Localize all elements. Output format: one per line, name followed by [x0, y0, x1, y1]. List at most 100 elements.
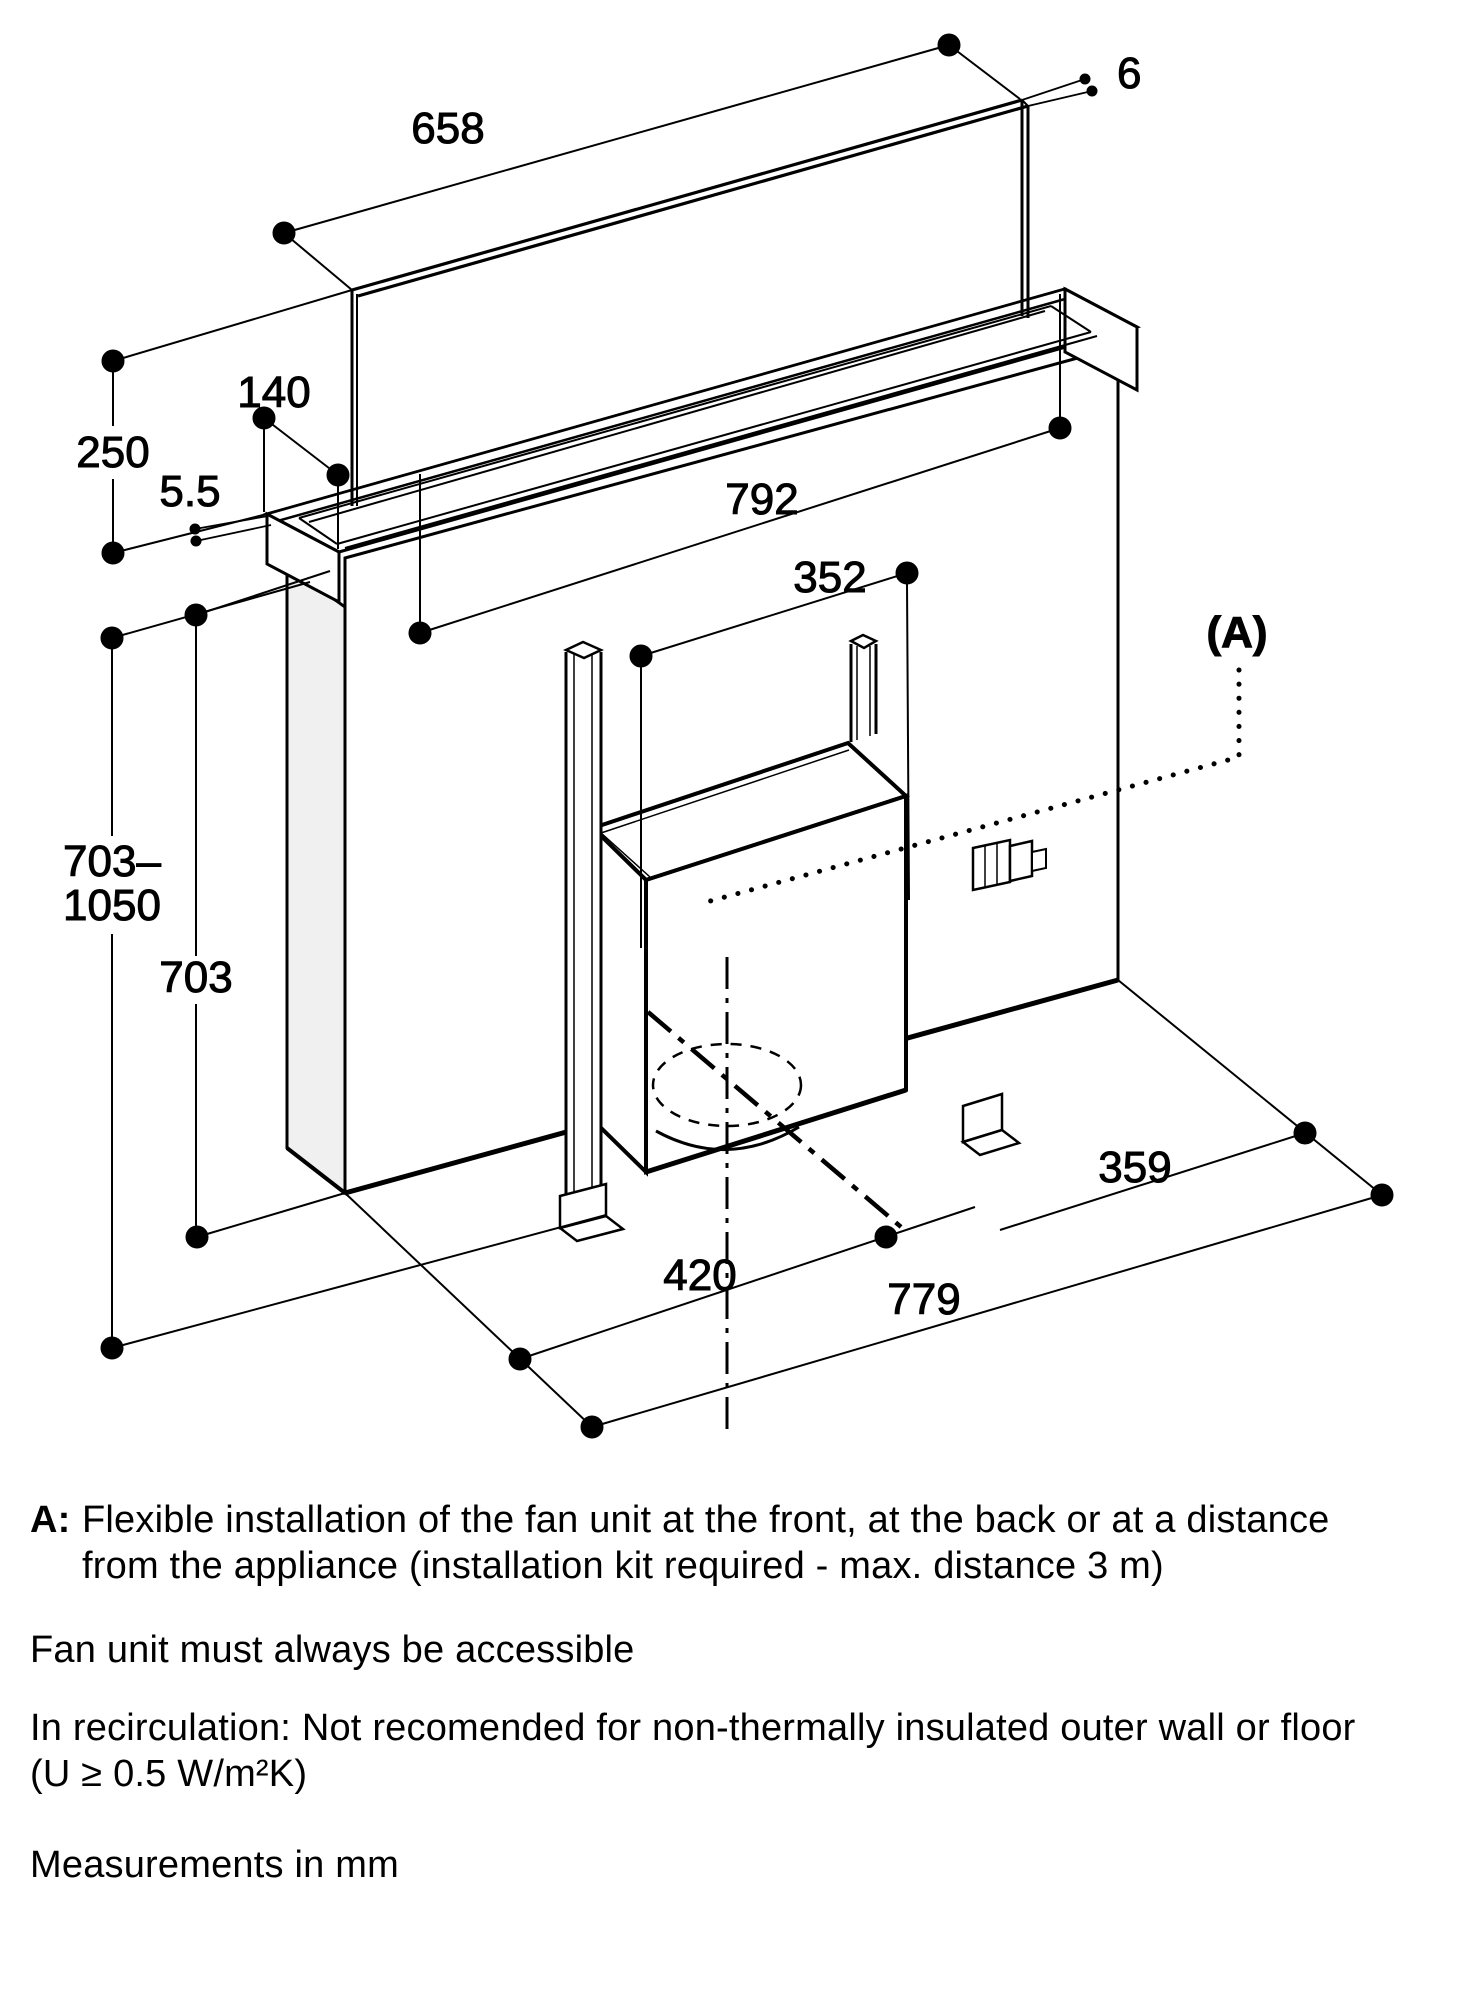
dim-792: 792	[408, 294, 1072, 645]
frame-slot-back-inner	[336, 331, 1092, 545]
frame-slot-back-outer	[344, 335, 1098, 549]
floor-extension-left	[344, 1192, 593, 1428]
dimension-dot	[937, 33, 961, 57]
dim-352-label: 352	[793, 553, 866, 602]
dimension-dot	[185, 1225, 209, 1249]
frame-slot-left-end	[298, 517, 338, 545]
frame-right-end-cap	[1063, 286, 1139, 393]
duct-housing-side-bottom-edge	[285, 1146, 347, 1195]
dim-359-label: 359	[1098, 1143, 1171, 1192]
dim-140-diagonal	[263, 417, 339, 476]
dim-658-line	[283, 44, 950, 234]
bracket-right-flap	[960, 1128, 1022, 1157]
dim-779-line	[591, 1194, 1383, 1428]
panel-top-back-edge	[357, 104, 1029, 298]
dim-658-label: 658	[411, 104, 484, 153]
dim-703-leader-bottom	[196, 1192, 346, 1238]
floor-extension-right	[1117, 979, 1383, 1196]
dimension-dot	[101, 541, 125, 565]
fan-lid-seam-1	[600, 749, 850, 834]
panel-top-front-edge	[351, 98, 1023, 292]
dim-A-dotted-leader	[700, 667, 1242, 906]
dimension-dot	[508, 1347, 532, 1371]
dim-352-ext-right	[906, 583, 910, 901]
dimension-dot-small	[1079, 73, 1091, 85]
dim-250: 250	[76, 289, 353, 565]
dim-658-leader-right	[948, 44, 1021, 100]
rail-left-body	[566, 652, 601, 1198]
dim-703-label: 703	[159, 953, 232, 1002]
dim-55-label: 5.5	[159, 467, 220, 516]
dim-703: 703	[159, 570, 346, 1249]
mounting-rail-left	[557, 640, 626, 1243]
dim-703-1050-leader-bottom	[111, 1214, 607, 1349]
dimension-dot-small	[1086, 85, 1098, 97]
dim-703-leader-top	[195, 570, 331, 616]
dim-359-line	[999, 1132, 1306, 1231]
glass-panel	[350, 98, 1030, 506]
dimensions: 658 6 250 5.5	[63, 33, 1394, 1439]
dimension-dot	[252, 406, 276, 430]
dim-779: 779	[580, 1183, 1394, 1439]
dimension-dot	[326, 463, 350, 487]
dimension-dot	[100, 626, 124, 650]
frame-slot-right-end	[1050, 305, 1092, 333]
dim-703-1050: 703– 1050	[63, 581, 607, 1360]
dimension-dot	[1048, 416, 1072, 440]
dim-792-line	[419, 427, 1061, 634]
mounting-bracket-right	[960, 1092, 1022, 1157]
dim-359: 359	[999, 1121, 1317, 1231]
rail-right-top-cap	[848, 633, 879, 650]
dimension-dot	[101, 349, 125, 373]
dim-352-line	[640, 572, 908, 657]
connector-box-mid	[1008, 839, 1034, 883]
dim-703-1050-label-b: 1050	[63, 881, 161, 930]
dim-352: 352	[629, 553, 919, 948]
dim-250-leader-top	[112, 289, 353, 362]
dim-420-line	[519, 1206, 976, 1360]
dim-55-leader-1	[194, 515, 269, 530]
dimension-dot	[874, 1225, 898, 1249]
dim-792-label: 792	[725, 475, 798, 524]
connector-box-small	[1031, 847, 1047, 873]
dim-250-label: 250	[76, 428, 149, 477]
dimension-dot	[272, 221, 296, 245]
dim-6-label: 6	[1117, 49, 1141, 98]
dimension-dot	[629, 644, 653, 668]
dim-140: 140	[237, 368, 350, 549]
dim-55-leader-2	[195, 524, 272, 542]
dimension-dot	[1293, 1121, 1317, 1145]
connector-box-large	[971, 838, 1012, 892]
dimension-dot	[1370, 1183, 1394, 1207]
dimension-dot-small	[189, 523, 201, 535]
duct-housing	[285, 345, 1120, 1197]
dim-5-5: 5.5	[159, 467, 272, 547]
worktop-frame	[262, 286, 1142, 605]
dim-A: (A)	[700, 608, 1268, 906]
frame-slot-front-inner	[308, 310, 1046, 523]
dim-779-label: 779	[887, 1275, 960, 1324]
dimension-dot-small	[190, 535, 202, 547]
dimension-dot	[184, 603, 208, 627]
dim-6-leader-2	[1027, 90, 1093, 107]
dim-658: 658	[272, 33, 1021, 291]
dim-658-leader-left	[283, 232, 353, 291]
duct-housing-side-face	[285, 562, 347, 1197]
frame-slot-front-outer	[298, 305, 1052, 519]
dim-420-label: 420	[663, 1251, 736, 1300]
dim-6: 6	[1021, 49, 1142, 107]
frame-left-end-cap	[265, 511, 341, 605]
mounting-rail-right	[848, 633, 879, 742]
dim-703-1050-label-a: 703–	[63, 837, 161, 886]
dim-A-label: (A)	[1206, 608, 1267, 657]
fan-bottom-edge	[645, 1087, 907, 1175]
air-outlet-dashed	[651, 1042, 803, 1128]
dimension-dot	[580, 1415, 604, 1439]
dim-140-label: 140	[237, 368, 310, 417]
dim-420: 420	[508, 1206, 976, 1371]
power-connector	[971, 838, 1047, 892]
rail-right-body	[851, 641, 876, 742]
dimension-dot	[100, 1336, 124, 1360]
